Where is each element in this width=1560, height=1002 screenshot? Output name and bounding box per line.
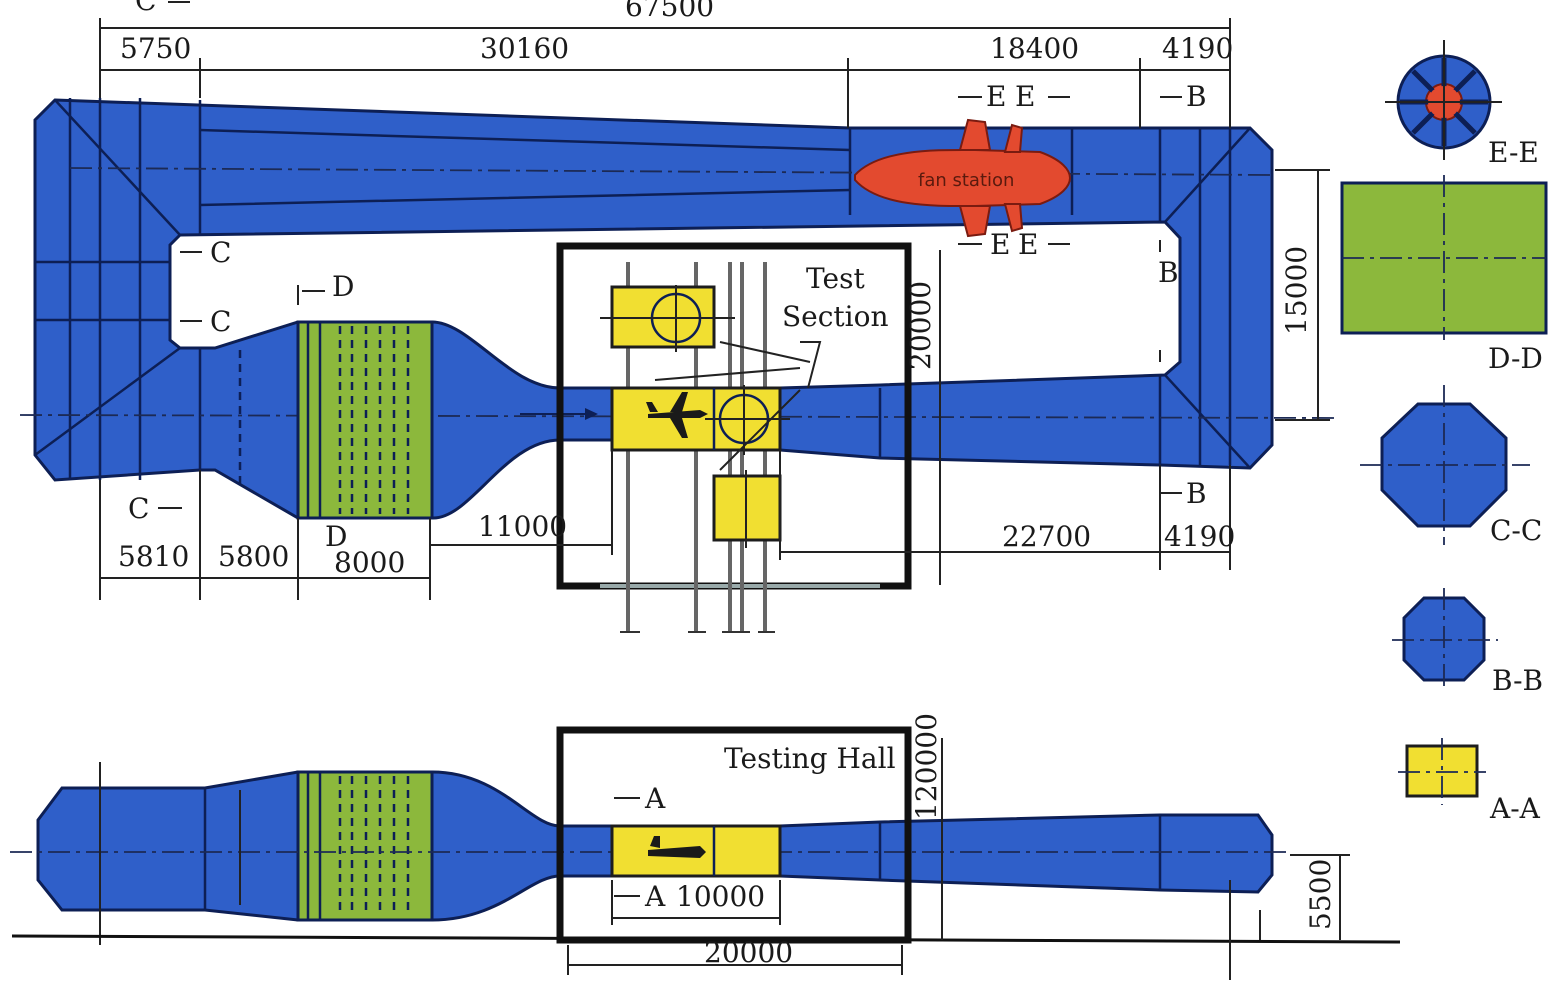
section-b-marker-3: B [1186,477,1207,510]
dim-10000: 10000 [676,880,765,913]
cross-section-legend: E-E D-D C-C B-B A-A [1340,40,1548,825]
section-ee: E-E [1385,40,1539,169]
section-d-marker-1: D [332,270,354,303]
section-cc: C-C [1360,385,1542,547]
legend-bb: B-B [1492,664,1543,697]
dim-8000: 8000 [334,546,405,579]
dim-5500: 5500 [1304,859,1337,930]
dim-15000: 15000 [1280,246,1313,335]
fan-station-label: fan station [918,170,1014,191]
dim-4190-top: 4190 [1162,32,1233,65]
fan-nacelle [854,148,1072,208]
dim-11000: 11000 [478,510,567,543]
settling-chamber [296,320,434,520]
dim-total-length: 67500 [625,0,714,23]
legend-aa: A-A [1489,792,1541,825]
dim-20000-plan: 20000 [904,281,937,370]
dim-22700: 22700 [1002,520,1091,553]
section-e-marker-3: E [990,228,1010,261]
test-section-label-1: Test [806,262,865,295]
section-c-marker-3: C [128,492,149,525]
section-c-marker-1: C [210,236,231,269]
section-bb: B-B [1392,588,1543,697]
section-dd: D-D [1340,175,1548,375]
legend-dd: D-D [1488,342,1543,375]
dim-20000-side: 20000 [704,936,793,969]
dim-18400: 18400 [990,32,1079,65]
dim-5810: 5810 [118,540,189,573]
dim-5800: 5800 [218,540,289,573]
dim-120000: 120000 [910,713,943,820]
section-c-marker-top: C [135,0,156,17]
legend-ee: E-E [1488,136,1539,169]
test-section-label-2: Section [782,300,889,333]
section-a-marker-1: A [644,782,666,815]
side-view: Testing Hall A A 10000 20000 120000 5500 [10,713,1401,980]
plan-view: fan station Test Section C C C [19,0,1341,633]
section-d-marker-2: D [325,520,347,553]
section-b-marker-1: B [1186,80,1207,113]
section-e-marker-4: E [1018,228,1038,261]
section-e-marker-1: E [986,80,1006,113]
section-aa: A-A [1398,738,1541,825]
dim-5750: 5750 [120,32,191,65]
dim-30160: 30160 [480,32,569,65]
section-e-marker-2: E [1015,80,1035,113]
side-airplane-icon [648,836,706,858]
section-a-marker-2: A [644,880,666,913]
legend-cc: C-C [1490,514,1542,547]
section-c-marker-2: C [210,305,231,338]
dim-4190-bottom: 4190 [1164,520,1235,553]
section-b-marker-2: B [1158,256,1179,289]
airplane-icon [646,392,708,438]
testing-hall-label: Testing Hall [724,742,896,775]
